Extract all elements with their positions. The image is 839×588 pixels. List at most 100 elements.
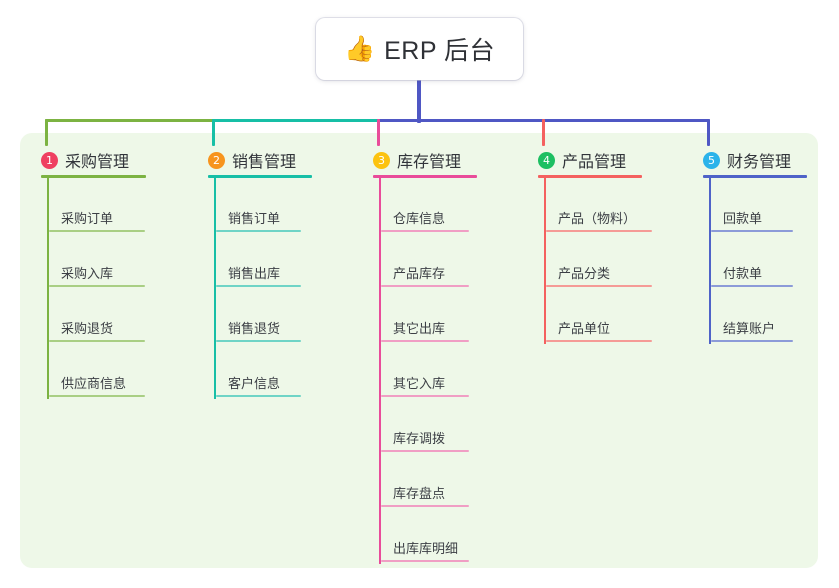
leaf-item[interactable]: 库存盘点	[373, 481, 475, 507]
leaf-item[interactable]: 库存调拨	[373, 426, 475, 452]
column-spine-line	[214, 178, 216, 399]
leaf-item[interactable]: 其它出库	[373, 316, 475, 342]
leaf-item[interactable]: 产品单位	[538, 316, 658, 342]
column-index-badge: 2	[208, 151, 225, 169]
column-title: 财务管理	[727, 154, 792, 171]
column-title: 库存管理	[397, 154, 462, 171]
leaf-item-label: 产品（物料）	[558, 211, 637, 226]
leaf-item[interactable]: 销售订单	[208, 206, 307, 232]
leaf-item-label: 销售出库	[228, 266, 281, 281]
column-index-badge: 3	[373, 151, 390, 169]
leaf-item-rule	[216, 285, 301, 287]
leaf-item-label: 回款单	[723, 211, 763, 226]
leaf-item-label: 产品库存	[393, 266, 446, 281]
leaf-item[interactable]: 付款单	[703, 261, 799, 287]
leaf-item-label: 采购入库	[61, 266, 114, 281]
leaf-item-label: 库存盘点	[393, 486, 446, 501]
leaf-item-label: 采购退货	[61, 321, 114, 336]
column-index-badge: 5	[703, 151, 720, 169]
root-node-title: ERP 后台	[384, 37, 496, 65]
leaf-item-rule	[546, 340, 652, 342]
leaf-item-label: 结算账户	[723, 321, 776, 336]
leaf-item-label: 其它出库	[393, 321, 446, 336]
column-header-rule	[703, 175, 807, 178]
column-title: 产品管理	[562, 154, 627, 171]
leaf-item-rule	[381, 340, 469, 342]
column-index-badge: 1	[41, 151, 58, 169]
column-header-1[interactable]: 1 采购管理	[41, 148, 129, 172]
leaf-item-rule	[381, 230, 469, 232]
column-spine-line	[709, 178, 711, 344]
root-node-card[interactable]: 👍 ERP 后台	[316, 18, 523, 80]
thumbs-up-icon: 👍	[343, 34, 376, 63]
leaf-item-rule	[711, 230, 793, 232]
leaf-item-rule	[49, 340, 145, 342]
leaf-item[interactable]: 仓库信息	[373, 206, 475, 232]
leaf-item-label: 产品单位	[558, 321, 611, 336]
leaf-item-label: 库存调拨	[393, 431, 446, 446]
leaf-item[interactable]: 回款单	[703, 206, 799, 232]
column-title: 销售管理	[232, 154, 297, 171]
column-header-4[interactable]: 4 产品管理	[538, 148, 626, 172]
leaf-item-rule	[49, 285, 145, 287]
leaf-item[interactable]: 产品（物料）	[538, 206, 658, 232]
leaf-item-label: 其它入库	[393, 376, 446, 391]
leaf-item[interactable]: 销售出库	[208, 261, 307, 287]
leaf-item[interactable]: 采购入库	[41, 261, 151, 287]
leaf-item[interactable]: 结算账户	[703, 316, 799, 342]
leaf-item-rule	[381, 395, 469, 397]
leaf-item-rule	[711, 340, 793, 342]
mindmap-background-panel	[20, 133, 818, 568]
leaf-item-label: 仓库信息	[393, 211, 446, 226]
branch-drop-3	[377, 119, 380, 146]
leaf-item-label: 客户信息	[228, 376, 281, 391]
leaf-item[interactable]: 采购退货	[41, 316, 151, 342]
leaf-item-label: 产品分类	[558, 266, 611, 281]
leaf-item-rule	[546, 230, 652, 232]
leaf-item-label: 付款单	[723, 266, 763, 281]
leaf-item-rule	[381, 505, 469, 507]
leaf-item-rule	[381, 450, 469, 452]
leaf-item[interactable]: 供应商信息	[41, 371, 151, 397]
column-spine-line	[544, 178, 546, 344]
branch-drop-1	[45, 119, 48, 146]
leaf-item-rule	[711, 285, 793, 287]
leaf-item-rule	[216, 395, 301, 397]
leaf-item[interactable]: 产品分类	[538, 261, 658, 287]
leaf-item-label: 采购订单	[61, 211, 114, 226]
leaf-item-rule	[49, 395, 145, 397]
branch-drop-4	[542, 119, 545, 146]
column-header-rule	[373, 175, 477, 178]
leaf-item-label: 出库库明细	[393, 541, 459, 556]
leaf-item-label: 供应商信息	[61, 376, 127, 391]
column-header-rule	[538, 175, 642, 178]
leaf-item[interactable]: 销售退货	[208, 316, 307, 342]
column-header-rule	[208, 175, 312, 178]
leaf-item-rule	[381, 560, 469, 562]
column-header-2[interactable]: 2 销售管理	[208, 148, 296, 172]
column-header-rule	[41, 175, 146, 178]
leaf-item-rule	[381, 285, 469, 287]
leaf-item-label: 销售订单	[228, 211, 281, 226]
leaf-item-rule	[216, 230, 301, 232]
leaf-item-label: 销售退货	[228, 321, 281, 336]
trunk-segment-1	[45, 119, 215, 122]
column-header-3[interactable]: 3 库存管理	[373, 148, 461, 172]
root-stem-line	[417, 78, 421, 123]
leaf-item-rule	[546, 285, 652, 287]
column-spine-line	[47, 178, 49, 399]
column-spine-line	[379, 178, 381, 564]
column-header-5[interactable]: 5 财务管理	[703, 148, 791, 172]
leaf-item-rule	[49, 230, 145, 232]
leaf-item-rule	[216, 340, 301, 342]
column-index-badge: 4	[538, 151, 555, 169]
leaf-item[interactable]: 出库库明细	[373, 536, 475, 562]
column-title: 采购管理	[65, 154, 130, 171]
trunk-segment-2	[212, 119, 380, 122]
leaf-item[interactable]: 其它入库	[373, 371, 475, 397]
branch-drop-5	[707, 119, 710, 146]
leaf-item[interactable]: 采购订单	[41, 206, 151, 232]
leaf-item[interactable]: 产品库存	[373, 261, 475, 287]
leaf-item[interactable]: 客户信息	[208, 371, 307, 397]
